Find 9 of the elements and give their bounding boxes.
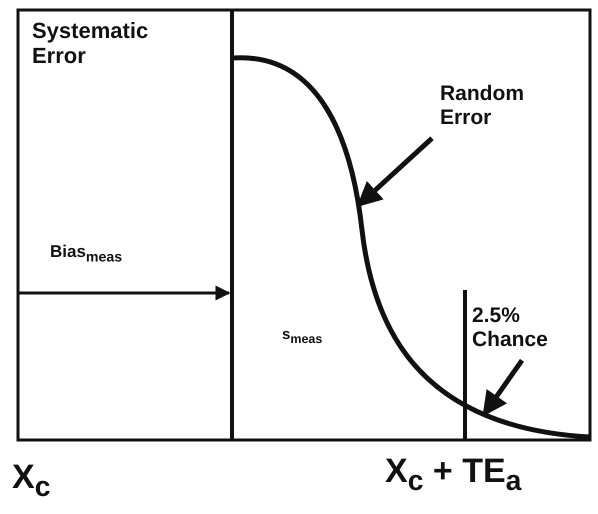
callout-text: Random Error: [440, 82, 570, 130]
dimension-label: Bias$_{meas}$: [50, 242, 124, 266]
leader-arrow: [482, 358, 524, 417]
axis-tick-label: X$_{c}$ + TE$_{a}$: [385, 452, 522, 498]
axis-tick-label: X$_{c}$: [12, 458, 52, 504]
dispersion-label: s$_{meas}$: [282, 326, 324, 346]
region-label: Systematic Error: [32, 18, 150, 69]
distribution-curve: [232, 56, 590, 440]
callout-text: 2.5% Chance: [472, 304, 592, 352]
